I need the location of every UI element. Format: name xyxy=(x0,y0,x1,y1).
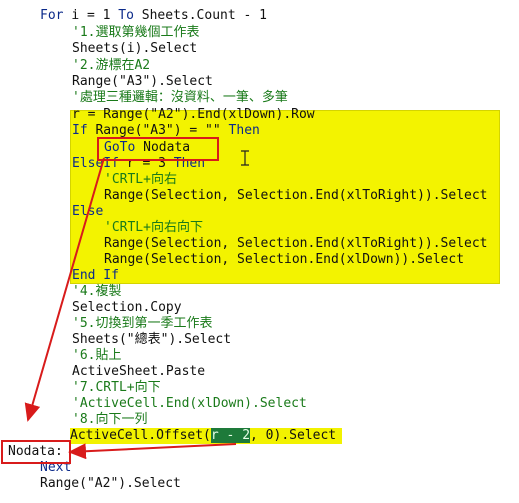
code-line[interactable]: ActiveCell.Offset(r - 2, 0).Select xyxy=(70,428,343,444)
goto-annotation-box xyxy=(97,137,219,161)
highlighted-code-block xyxy=(70,110,500,284)
code-token: Range("A3") = "" xyxy=(95,123,229,138)
code-line[interactable]: Selection.Copy xyxy=(72,300,182,315)
code-line[interactable]: Range(Selection, Selection.End(xlToRight… xyxy=(104,236,488,251)
code-line[interactable]: Range(Selection, Selection.End(xlDown)).… xyxy=(104,252,465,267)
code-token: Sheets.Count - 1 xyxy=(141,8,267,23)
code-line[interactable]: ActiveSheet.Paste xyxy=(72,364,206,379)
code-line[interactable]: GoTo Nodata xyxy=(104,140,190,156)
code-token: ActiveCell.Offset( xyxy=(70,428,211,443)
nodata-label-annotation-box xyxy=(1,440,71,464)
keyword-token: If xyxy=(72,123,96,138)
code-line[interactable]: Sheets("總表").Select xyxy=(72,332,232,347)
arrow-icon xyxy=(68,443,237,460)
code-line[interactable]: Else xyxy=(72,204,103,220)
keyword-token: GoTo xyxy=(104,140,144,155)
code-line[interactable]: '5.切換到第一季工作表 xyxy=(72,316,213,331)
keyword-token: Else xyxy=(72,204,104,219)
code-line[interactable]: '6.貼上 xyxy=(72,348,122,363)
code-line[interactable]: Range("A3").Select xyxy=(72,74,213,89)
code-line[interactable]: '2.游標在A2 xyxy=(72,58,151,73)
code-line[interactable]: Range(Selection, Selection.End(xlToRight… xyxy=(104,188,488,203)
code-line[interactable]: Range("A2").Select xyxy=(40,476,181,491)
keyword-token: To xyxy=(118,8,142,23)
code-token: , 0).Select xyxy=(250,428,337,443)
keyword-token: End If xyxy=(72,268,119,283)
code-line[interactable]: For i = 1 To Sheets.Count - 1 xyxy=(40,8,267,24)
text-cursor-icon xyxy=(241,150,249,166)
code-line[interactable]: 'ActiveCell.End(xlDown).Select xyxy=(72,396,307,411)
keyword-token: For xyxy=(40,8,72,23)
code-line[interactable]: End If xyxy=(72,268,119,284)
code-line[interactable]: 'CRTL+向右向下 xyxy=(104,220,203,235)
code-line[interactable]: '1.選取第幾個工作表 xyxy=(72,25,200,40)
code-token: i = 1 xyxy=(71,8,119,23)
code-line[interactable]: '8.向下一列 xyxy=(72,412,148,427)
selected-text: r - 2 xyxy=(210,428,251,443)
code-line[interactable]: '處理三種邏輯：沒資料、一筆、多筆 xyxy=(72,90,288,105)
code-line[interactable]: r = Range("A2").End(xlDown).Row xyxy=(72,107,315,122)
code-line[interactable]: Sheets(i).Select xyxy=(72,41,198,56)
code-token: Nodata xyxy=(143,140,191,155)
code-line[interactable]: '4.複製 xyxy=(72,284,122,299)
keyword-token: Then xyxy=(228,123,260,138)
code-line[interactable]: '7.CRTL+向下 xyxy=(72,380,161,395)
code-token: r = 3 xyxy=(126,156,174,171)
code-line[interactable]: Nodata: xyxy=(8,444,63,459)
code-line[interactable]: If Range("A3") = "" Then xyxy=(72,123,260,139)
code-line[interactable]: 'CRTL+向右 xyxy=(104,172,177,187)
